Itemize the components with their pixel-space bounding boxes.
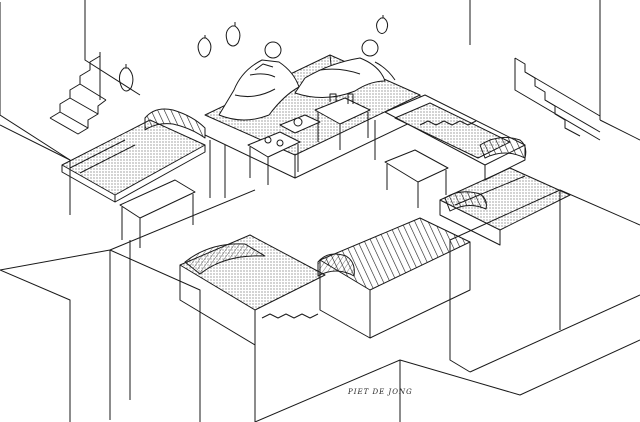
front-left-wall: [0, 189, 256, 422]
right-staircase: [514, 57, 601, 141]
right-couch: [439, 167, 571, 246]
right-back-couch: [384, 94, 527, 181]
front-right-wall: [254, 339, 640, 422]
back-wall: [0, 0, 640, 161]
front-right-couch: [317, 217, 471, 339]
diner-figure-2: [294, 39, 396, 98]
amphora-icon-2: [225, 22, 241, 47]
right-table: [384, 149, 449, 208]
right-podium-wall: [449, 189, 640, 373]
amphora-icon-3: [118, 64, 134, 92]
amphora-icon-4: [376, 15, 389, 34]
amphora-icon-1: [197, 35, 212, 58]
center-table-1: [247, 131, 301, 185]
left-couch: [61, 108, 206, 203]
diner-figure-1: [218, 41, 300, 121]
artist-signature: PIET DE JONG: [348, 388, 413, 396]
floor-outline: [0, 124, 111, 271]
left-table: [119, 179, 196, 248]
center-table-2: [314, 93, 371, 150]
front-left-couch: [179, 234, 326, 346]
center-table-3: [279, 114, 321, 134]
left-staircase: [49, 52, 107, 135]
